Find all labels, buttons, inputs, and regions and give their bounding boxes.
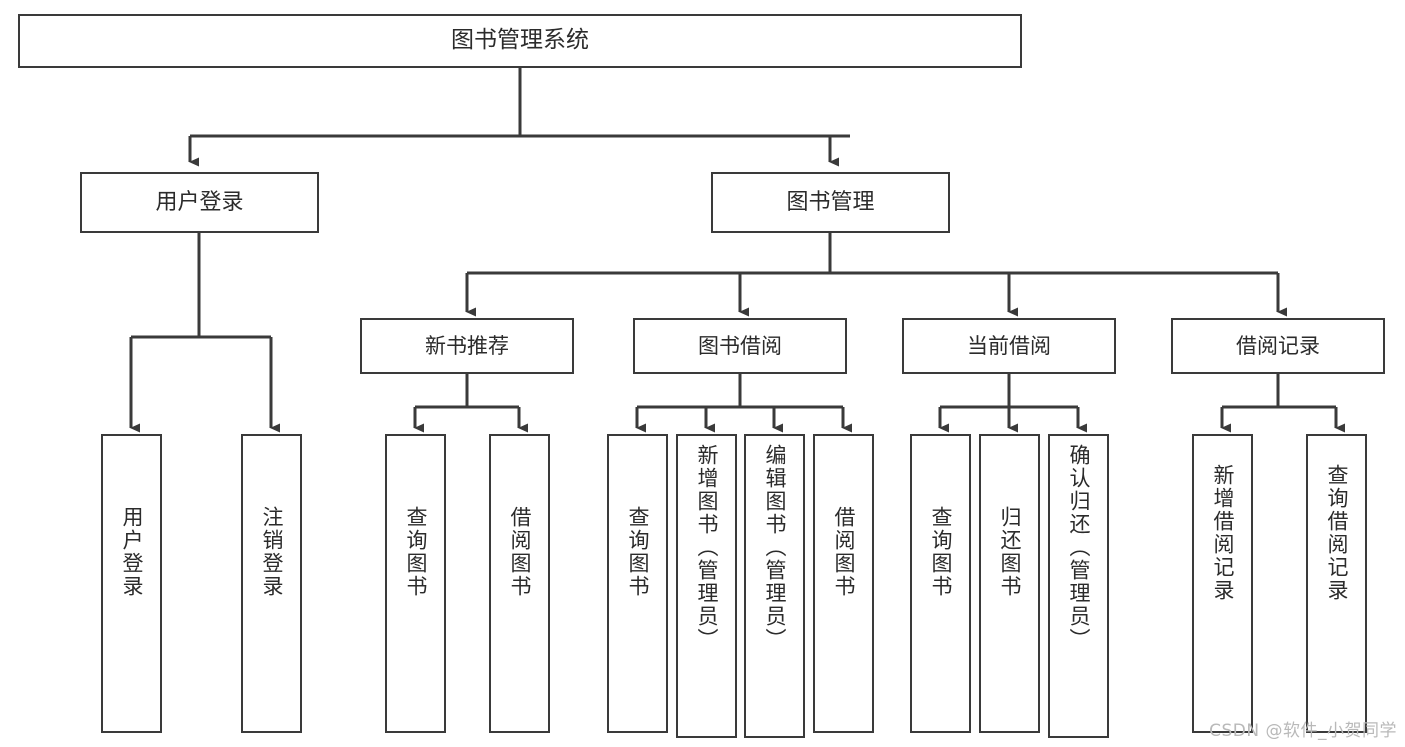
- node-label: 新增图书（管理员）: [695, 444, 719, 651]
- node-book-borrow[interactable]: 图书借阅: [633, 318, 847, 374]
- leaf-current-borrow-return[interactable]: 归还图书: [979, 434, 1040, 733]
- connectors-root: [188, 68, 850, 167]
- connectors-new-book: [413, 374, 528, 433]
- node-label: 借阅图书: [508, 506, 532, 598]
- leaf-new-book-borrow[interactable]: 借阅图书: [489, 434, 550, 733]
- node-user-login[interactable]: 用户登录: [80, 172, 319, 233]
- node-borrow-record[interactable]: 借阅记录: [1171, 318, 1385, 374]
- leaf-user-login-logout[interactable]: 注销登录: [241, 434, 302, 733]
- leaf-current-borrow-confirm-return[interactable]: 确认归还（管理员）: [1048, 434, 1109, 738]
- node-label: 用户登录: [120, 506, 144, 598]
- connectors-borrow: [635, 374, 852, 433]
- connectors-user-login: [129, 233, 280, 433]
- node-new-book-recommend[interactable]: 新书推荐: [360, 318, 574, 374]
- connectors-current-borrow: [938, 374, 1087, 433]
- node-label: 查询图书: [929, 506, 953, 598]
- node-label: 借阅记录: [1236, 333, 1320, 358]
- node-label: 查询图书: [404, 506, 428, 598]
- csdn-watermark: CSDN @软件_小贺同学: [1209, 721, 1397, 741]
- node-label: 确认归还（管理员）: [1067, 444, 1091, 651]
- node-label: 用户登录: [155, 189, 244, 215]
- node-label: 借阅图书: [832, 506, 856, 598]
- node-label: 归还图书: [998, 506, 1022, 598]
- node-book-management[interactable]: 图书管理: [711, 172, 950, 233]
- leaf-user-login-login[interactable]: 用户登录: [101, 434, 162, 733]
- leaf-borrow-record-add[interactable]: 新增借阅记录: [1192, 434, 1253, 733]
- connectors-book-manage: [465, 233, 1287, 317]
- node-label: 注销登录: [260, 506, 284, 598]
- node-root-system[interactable]: 图书管理系统: [18, 14, 1022, 68]
- node-label: 图书借阅: [698, 333, 782, 358]
- node-label: 新增借阅记录: [1211, 464, 1235, 602]
- node-label: 查询借阅记录: [1325, 464, 1349, 602]
- leaf-book-borrow-query[interactable]: 查询图书: [607, 434, 668, 733]
- node-label: 新书推荐: [425, 333, 509, 358]
- node-label: 查询图书: [626, 506, 650, 598]
- connectors-borrow-record: [1220, 374, 1345, 433]
- node-label: 编辑图书（管理员）: [763, 444, 787, 651]
- node-current-borrow[interactable]: 当前借阅: [902, 318, 1116, 374]
- leaf-borrow-record-query[interactable]: 查询借阅记录: [1306, 434, 1367, 733]
- leaf-current-borrow-query[interactable]: 查询图书: [910, 434, 971, 733]
- node-label: 当前借阅: [967, 333, 1051, 358]
- leaf-book-borrow-borrow[interactable]: 借阅图书: [813, 434, 874, 733]
- leaf-new-book-query[interactable]: 查询图书: [385, 434, 446, 733]
- node-label: 图书管理系统: [451, 27, 589, 54]
- leaf-book-borrow-add[interactable]: 新增图书（管理员）: [676, 434, 737, 738]
- leaf-book-borrow-edit[interactable]: 编辑图书（管理员）: [744, 434, 805, 738]
- node-label: 图书管理: [786, 189, 875, 215]
